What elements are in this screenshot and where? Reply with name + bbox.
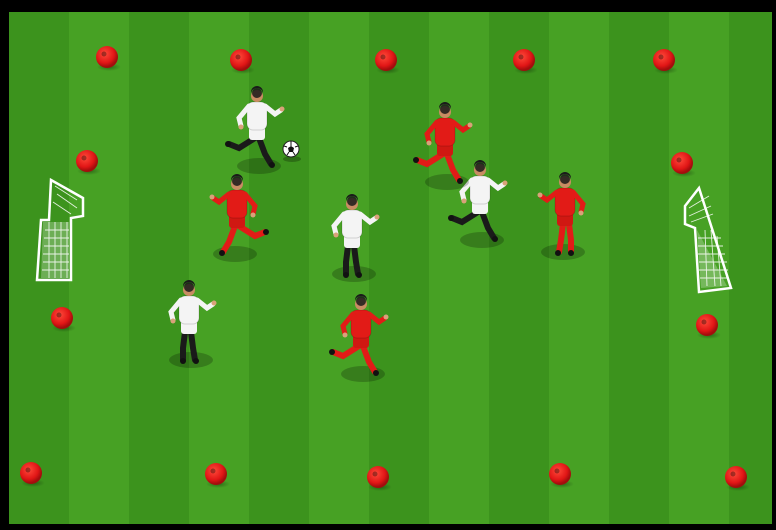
soccer-pitch bbox=[9, 12, 772, 524]
pitch-graphic bbox=[9, 12, 772, 524]
grass-stripes bbox=[9, 12, 772, 524]
